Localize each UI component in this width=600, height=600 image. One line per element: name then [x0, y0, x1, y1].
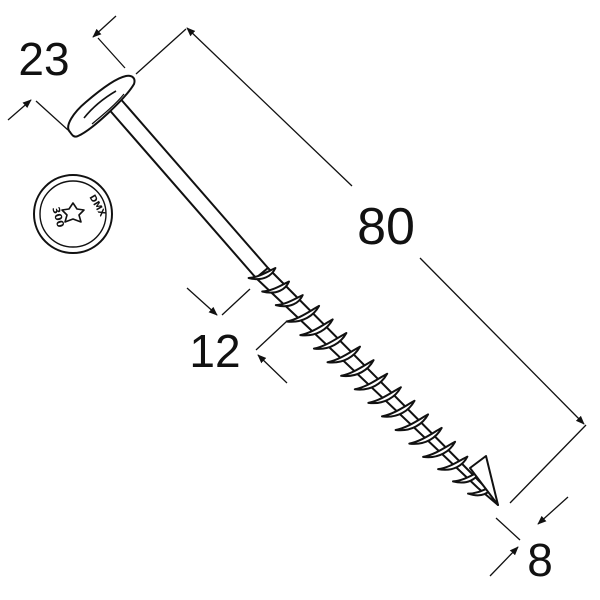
shank-dim-extension-line: [221, 288, 251, 316]
shank-length-label: 12: [189, 325, 240, 377]
head-dim-extension-line: [97, 37, 126, 69]
head-dim-extension-line: [35, 100, 69, 131]
length-dimension: [135, 27, 587, 504]
thread-crest: [422, 440, 457, 459]
shank-dim-arrow-right: [257, 354, 288, 384]
thread-crest: [299, 318, 334, 337]
length-dim-extension-line: [509, 424, 587, 504]
thread-crest: [381, 399, 416, 418]
head-top-view: DMX 300: [33, 174, 113, 254]
shank-dim-extension-line: [255, 321, 287, 351]
length-dim-line-upper: [186, 27, 353, 187]
thread-diameter-dimension: [489, 496, 569, 577]
shank-dim-arrow-left: [186, 287, 218, 316]
thread-crest: [285, 304, 321, 323]
screw: [67, 74, 499, 506]
screw-washer-head: [67, 74, 136, 138]
head-dim-arrow-top: [92, 15, 117, 38]
head-diameter-dimension: [7, 15, 126, 131]
thread-crest: [394, 413, 430, 432]
head-diameter-label: 23: [18, 33, 69, 85]
thread-crest: [326, 345, 361, 364]
thread-crest: [340, 359, 375, 378]
screw-tip: [469, 455, 499, 506]
thread-crest: [408, 426, 443, 445]
thread-diameter-label: 8: [527, 534, 553, 586]
thread-crest: [312, 332, 348, 350]
thread-crest: [367, 386, 402, 405]
shank-dimension: [186, 287, 288, 384]
thread-crest: [247, 267, 277, 281]
head-inner-circle: [39, 180, 107, 248]
thread-dim-arrow-bottom: [489, 546, 519, 577]
head-dim-arrow-bottom: [7, 99, 32, 121]
thread-crest: [261, 280, 290, 294]
thread-dim-arrow-top: [537, 496, 569, 525]
thread-crest: [274, 294, 304, 308]
length-dim-line-lower: [419, 257, 585, 425]
screw-threads: [247, 267, 493, 497]
length-dim-extension-line: [135, 28, 187, 75]
thread-dim-extension-line: [495, 517, 521, 541]
torx-drive-icon: [61, 202, 85, 223]
thread-crest: [437, 455, 469, 471]
head-size-marking: 300: [49, 206, 65, 229]
thread-crest: [353, 372, 389, 391]
screw-shank: [105, 95, 269, 279]
total-length-label: 80: [357, 198, 415, 256]
